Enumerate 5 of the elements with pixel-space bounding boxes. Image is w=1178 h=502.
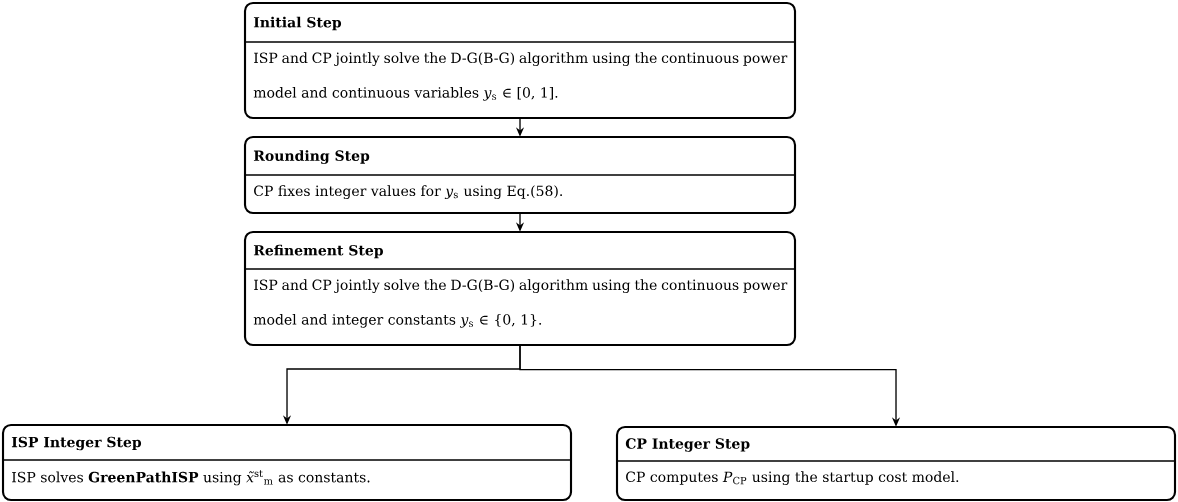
step-box: Initial Step ISP and CP jointly solve the D-G(B-G) algorithm using the continuous power model and continuous variables y$_{s}$ ∈ [0, 1]. — [243, 1, 797, 120]
step-box: Rounding Step CP fixes integer values for y$_{s}$ using Eq.(58). — [243, 135, 797, 215]
step-box: CP Integer Step CP computes P$_{CP}$ using the startup cost model. — [615, 425, 1177, 502]
step-box: Refinement Step ISP and CP jointly solve the D-G(B-G) algorithm using the continuous power model and integer constants y$_{s}$ ∈ {0, 1}. — [243, 230, 797, 347]
step-box: ISP Integer Step ISP solves GreenPathISP using x̃$^{st}$$_{m}$ as constants. — [1, 423, 573, 502]
